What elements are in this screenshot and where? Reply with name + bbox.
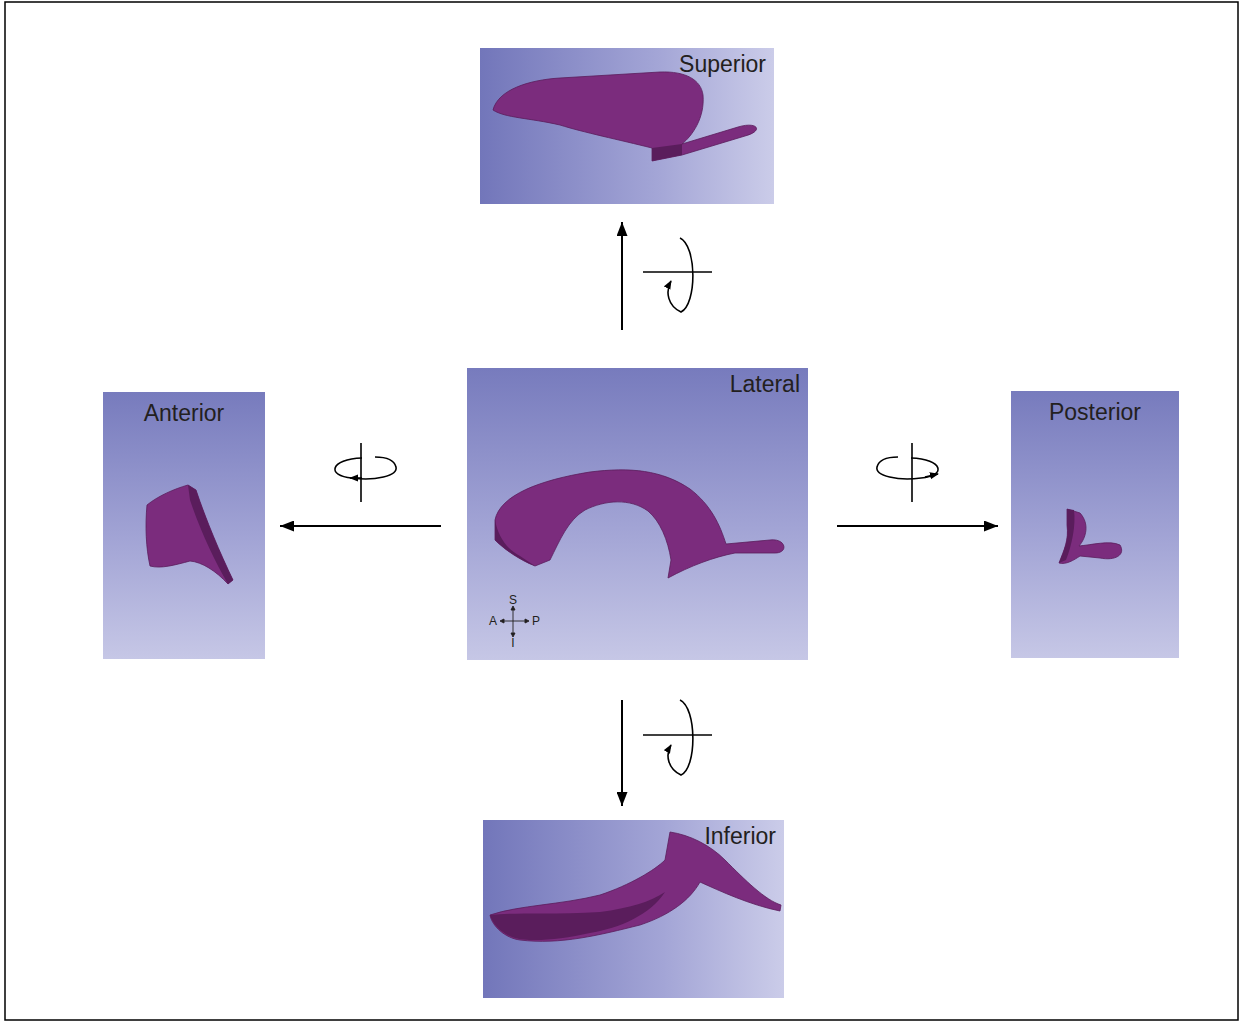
view-arrow — [621, 222, 623, 330]
bone-illustration — [103, 392, 265, 659]
view-panel: Posterior — [1011, 391, 1179, 658]
rotation-symbol — [643, 238, 712, 312]
view-panel: Superior — [480, 48, 774, 204]
view-title: Anterior — [111, 400, 257, 426]
bone-illustration — [1011, 391, 1179, 658]
view-panel: Anterior — [103, 392, 265, 659]
view-panel: Lateral — [467, 368, 808, 660]
orientation-compass — [500, 606, 529, 637]
orientation-letter: S — [509, 594, 517, 606]
rotation-symbol — [877, 443, 938, 502]
view-title: Superior — [488, 51, 766, 77]
orientation-letter: A — [489, 615, 497, 627]
rotation-symbol — [335, 443, 396, 502]
orientation-letter: P — [532, 615, 540, 627]
view-title: Posterior — [1019, 399, 1171, 425]
figure-frame — [5, 2, 1238, 1020]
view-arrow — [280, 525, 441, 527]
view-panel: Inferior — [483, 820, 784, 998]
orientation-letter: I — [511, 637, 514, 649]
view-arrow — [837, 525, 998, 527]
rotation-symbol — [643, 700, 712, 775]
bone-illustration — [467, 368, 808, 660]
view-title: Inferior — [491, 823, 776, 849]
view-title: Lateral — [475, 371, 800, 397]
view-arrow — [621, 700, 623, 806]
